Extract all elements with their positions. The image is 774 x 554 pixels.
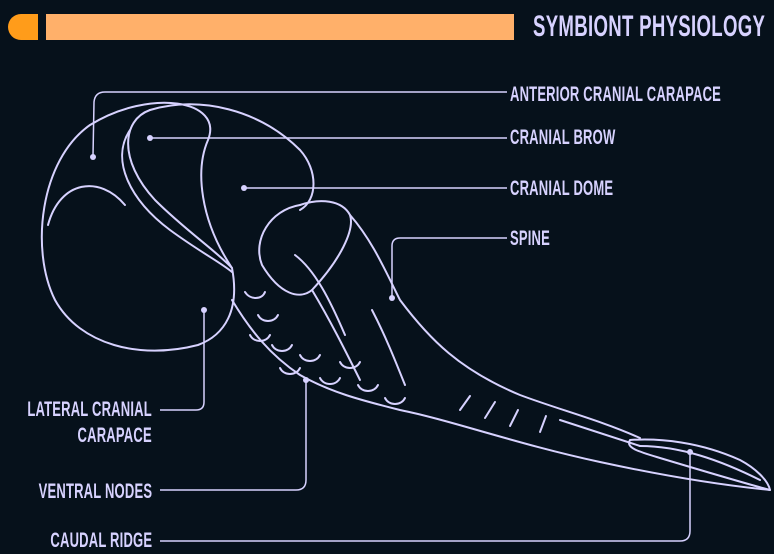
dot-spine	[389, 295, 395, 301]
leader-ventral-nodes	[160, 380, 306, 490]
cranial-dome-outline	[150, 104, 314, 210]
caudal-ridge-inner	[640, 446, 760, 480]
segment-line-2	[312, 290, 360, 380]
tail-hatch-2	[485, 402, 495, 418]
leader-anterior-cranial-carapace	[93, 92, 507, 156]
cranial-brow-inner	[122, 130, 232, 272]
dot-ventral-nodes	[303, 377, 309, 383]
dot-lateral-cranial-carapace	[201, 307, 207, 313]
tail-hatch-4	[540, 416, 546, 432]
leader-spine	[392, 238, 507, 298]
leader-lateral-cranial-carapace	[160, 310, 204, 410]
lateral-carapace-seam	[48, 186, 125, 225]
spine-first-lobe	[259, 201, 351, 295]
leader-caudal-ridge	[160, 452, 690, 541]
dot-anterior-cranial-carapace	[90, 154, 96, 160]
anterior-carapace-outline	[42, 103, 234, 351]
tail-hatch-3	[510, 410, 518, 426]
dot-cranial-dome	[241, 185, 247, 191]
segment-line-3	[372, 310, 405, 385]
dot-cranial-brow	[147, 135, 153, 141]
tail-hatch-1	[460, 396, 470, 410]
dot-caudal-ridge	[687, 449, 693, 455]
cranial-brow-outline	[128, 110, 232, 268]
